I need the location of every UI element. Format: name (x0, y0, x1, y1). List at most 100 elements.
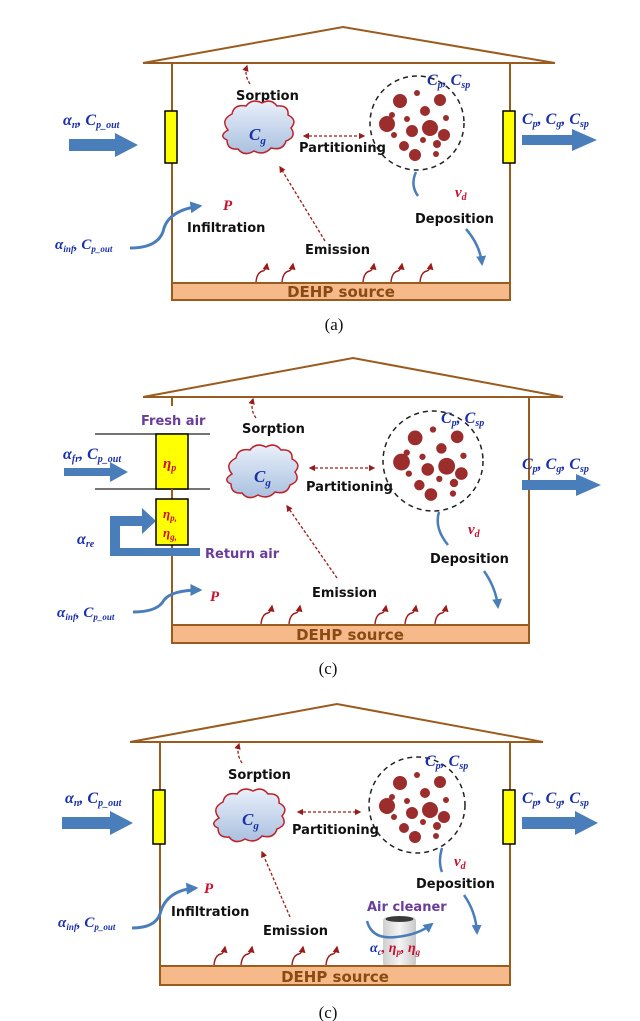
particle (399, 141, 409, 151)
particle (420, 819, 426, 825)
sorption-label: Sorption (236, 89, 299, 104)
particles (393, 426, 468, 501)
particle (450, 430, 464, 444)
dehp-source-label: DEHP source (296, 626, 404, 644)
roof (142, 25, 556, 64)
return-air-loop-arrow (110, 508, 200, 556)
infiltration-label: Infiltration (187, 221, 265, 236)
particle (405, 470, 412, 477)
particle (438, 457, 456, 475)
particle (419, 453, 426, 460)
emission-label: Emission (305, 243, 370, 258)
penetration-label: P (210, 589, 220, 605)
particle (379, 116, 395, 132)
particle (433, 822, 441, 830)
outlet-label: Cp, Cg, Csp (522, 456, 589, 475)
inlet-filter (152, 789, 166, 845)
outlet-arrow (522, 129, 597, 151)
emission-label: Emission (312, 586, 377, 601)
particle (460, 452, 467, 459)
panel-c: αn, Cp_out Cp, Cg, Csp Sorption Cg Parti… (58, 702, 598, 1021)
panel-b: Fresh air ηp ηp, ηg, αfr, Cp_out αre Ret… (57, 356, 601, 678)
return-air-label: Return air (205, 547, 280, 562)
deposition-arrow-upper (412, 171, 420, 197)
emission-wisp-icon (362, 262, 377, 283)
particle-concentration-label: Cp, Csp (427, 72, 470, 91)
particle (393, 94, 407, 108)
deposition-arrow-lower (465, 228, 487, 266)
sorption-arrow (242, 64, 251, 85)
sorption-label: Sorption (242, 422, 305, 437)
sorption-arrow (248, 397, 257, 419)
particle (449, 478, 459, 488)
emission-wisp-icon (374, 604, 389, 625)
infiltration-rate-label: αinf, Cp_out (57, 605, 115, 622)
emission-arrow (279, 165, 326, 242)
deposition-arrow-upper (438, 847, 444, 873)
dehp-source-label: DEHP source (281, 968, 389, 986)
particle-zone (382, 410, 484, 512)
dehp-source-slab (159, 965, 511, 986)
emission-wisp-icon (404, 604, 419, 625)
emission-wisps (255, 262, 434, 283)
deposition-label: Deposition (415, 212, 494, 227)
particle-zone (368, 756, 466, 854)
outlet-label: Cp, Cg, Csp (522, 111, 589, 130)
particle (433, 151, 439, 157)
particle (420, 137, 426, 143)
emission-wisp-icon (390, 262, 405, 283)
particle (414, 479, 425, 491)
particle (420, 788, 430, 798)
infiltration-arrow (131, 882, 199, 930)
air-cleaner-parameters: αc, ηp, ηg (370, 941, 421, 957)
panel-a: αn, Cp_out Cp, Cg, Csp Sorption Cg Parti… (55, 25, 597, 334)
sorption-label: Sorption (228, 768, 291, 783)
emission-wisp-icon (419, 262, 434, 283)
particles (379, 90, 450, 161)
particle (424, 488, 438, 501)
particle (393, 453, 410, 471)
emission-arrow (261, 850, 291, 918)
emission-wisp-icon (240, 945, 255, 966)
deposition-arrow-lower (482, 570, 503, 609)
fresh-air-inlet-arrow (64, 462, 128, 482)
outlet-label: Cp, Cg, Csp (522, 790, 589, 809)
gas-cloud (226, 444, 299, 499)
particle (391, 132, 397, 138)
emission-wisp-icon (325, 945, 340, 966)
emission-label: Emission (263, 924, 328, 939)
particle (433, 140, 441, 148)
infiltration-rate-label: αinf, Cp_out (58, 915, 116, 932)
particle (438, 811, 450, 823)
particle (422, 120, 438, 136)
particle (434, 94, 446, 106)
emission-wisp-icon (255, 262, 270, 283)
deposition-label: Deposition (416, 877, 495, 892)
panel-caption: (c) (319, 1003, 338, 1021)
partitioning-label: Partitioning (299, 141, 386, 156)
outlet-arrow (522, 811, 598, 835)
infiltration-label: Infiltration (171, 905, 249, 920)
fresh-air-label: Fresh air (141, 414, 206, 429)
infiltration-arrow (132, 584, 203, 614)
particle-concentration-label: Cp, Csp (425, 753, 468, 772)
particle (443, 115, 449, 121)
particle (389, 794, 395, 800)
inlet-arrow (69, 133, 138, 157)
deposition-velocity-label: vd (468, 522, 481, 540)
deposition-velocity-label: vd (455, 185, 468, 203)
outlet-filter (502, 789, 516, 845)
particle (434, 776, 446, 788)
particle (403, 449, 410, 456)
roof (129, 702, 544, 743)
emission-wisp-icon (281, 262, 296, 283)
outlet-arrow (522, 474, 601, 496)
air-cleaner-flow-arrow (365, 920, 434, 939)
emission-wisp-icon (291, 945, 306, 966)
emission-wisps (213, 945, 340, 966)
particle (449, 490, 457, 497)
deposition-label: Deposition (430, 552, 509, 567)
emission-wisp-icon (288, 604, 303, 625)
dehp-source-slab (171, 282, 511, 301)
